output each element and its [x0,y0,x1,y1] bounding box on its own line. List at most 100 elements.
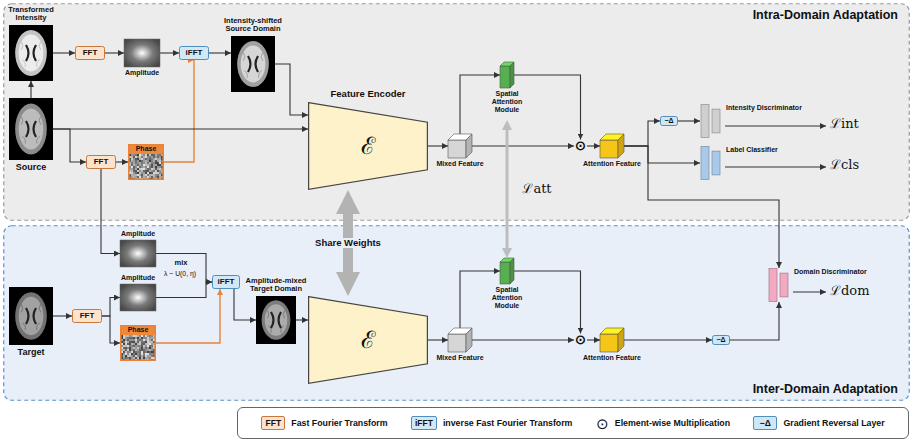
phase-noise [141,166,143,168]
phase-noise [131,162,133,164]
cube-front [448,334,466,352]
phase-noise [143,357,145,359]
phase-noise [151,174,153,176]
flow-connector [472,145,574,146]
image-ground [9,98,53,160]
feature-map: Attention Feature [600,134,624,158]
feature-map-shape [600,328,624,352]
phase-noise [151,170,153,172]
phase-noise [147,339,149,341]
phase-noise [125,349,127,351]
phase-noise [155,164,157,166]
flow-connector [472,339,574,340]
phase-noise [143,335,145,337]
phase-noise [145,168,147,170]
phase-noise [137,162,139,164]
phase-noise [133,174,135,176]
legend-item: −ΔGradient Reversal Layer [753,416,884,430]
phase-noise [149,176,151,178]
phase-noise [139,347,141,349]
phase-noise [139,156,141,158]
box-outline [213,276,240,289]
phase-noise [145,339,147,341]
phase-noise [137,154,139,156]
phase-noise [139,154,141,156]
phase-noise [135,357,137,359]
node-caption: Intensity-shifted Source Domain [211,17,295,34]
phase-noise [157,170,159,172]
phase-noise [151,158,153,160]
phase-noise [153,156,155,158]
phase-noise [131,355,133,357]
loss-label: ℒdom [830,284,869,299]
edge-label: Share Weights [313,238,383,249]
fft-box: FFT [86,155,116,169]
flow-connector [296,319,308,320]
phase-noise [147,172,149,174]
node-caption: Domain Discriminator [794,268,867,276]
phase-noise [149,170,151,172]
legend-sample-text: iFFT [415,419,433,428]
mri-image-shape [256,296,296,344]
phase-noise [155,156,157,158]
head-layer [701,105,709,138]
phase-noise [137,176,139,178]
phase-noise [145,176,147,178]
multiply-node: ⊙ [574,140,587,153]
node-caption: Spatial Attention Module [482,286,532,310]
brain-outer [262,300,291,339]
phase-noise [123,347,125,349]
phase-noise [145,349,147,351]
phase-noise [147,343,149,345]
phase-noise [125,357,127,359]
legend-item: iFFT inverse Fast Fourier Transform [411,416,573,430]
phase-noise [133,353,135,355]
text-slot: Amplitude [117,69,167,77]
spectrum [120,284,156,311]
legend-item: FFTFast Fourier Transform [261,416,387,430]
phase-noise [141,164,143,166]
phase-noise [123,343,125,345]
phase-noise [135,343,137,345]
domain-band: AmplitudeAmplitudePhaseiFFTAmplitude-mix… [3,225,910,401]
phase-noise [155,160,157,162]
mri-image-shape [231,36,275,92]
node-caption: Attention Feature [575,354,649,362]
text-slot: iFFT [218,278,235,287]
phase-noise [139,337,141,339]
phase-noise [125,355,127,357]
brain-ventricles [26,308,36,324]
phase-noise [133,162,135,164]
legend-text: Element-wise Multiplication [615,418,730,428]
phase-noise [137,349,139,351]
phase-noise [157,156,159,158]
cube-front [600,334,618,352]
phase-noise [137,339,139,341]
phase-noise [149,345,151,347]
phase-noise [133,351,135,353]
phase-noise [137,343,139,345]
phase-noise [129,337,131,339]
phase-noise [141,158,143,160]
phase-noise [145,343,147,345]
phase-noise [147,156,149,158]
box-outline [73,310,102,323]
phase-noise [125,351,127,353]
phase-noise [137,156,139,158]
phase-noise [131,343,133,345]
phase-noise [149,158,151,160]
legend-sample-text: FFT [266,419,282,428]
phase-noise [151,353,153,355]
phase-noise [151,343,153,345]
phase-noise [145,337,147,339]
phase-noise [145,160,147,162]
phase-noise [127,349,129,351]
phase-noise [137,168,139,170]
phase-noise [143,341,145,343]
phase-noise [135,335,137,337]
legend-text: inverse Fast Fourier Transform [443,418,573,428]
phase-noise [141,176,143,178]
image-ground [231,36,275,92]
phase-noise [131,337,133,339]
phase-noise [159,168,161,170]
